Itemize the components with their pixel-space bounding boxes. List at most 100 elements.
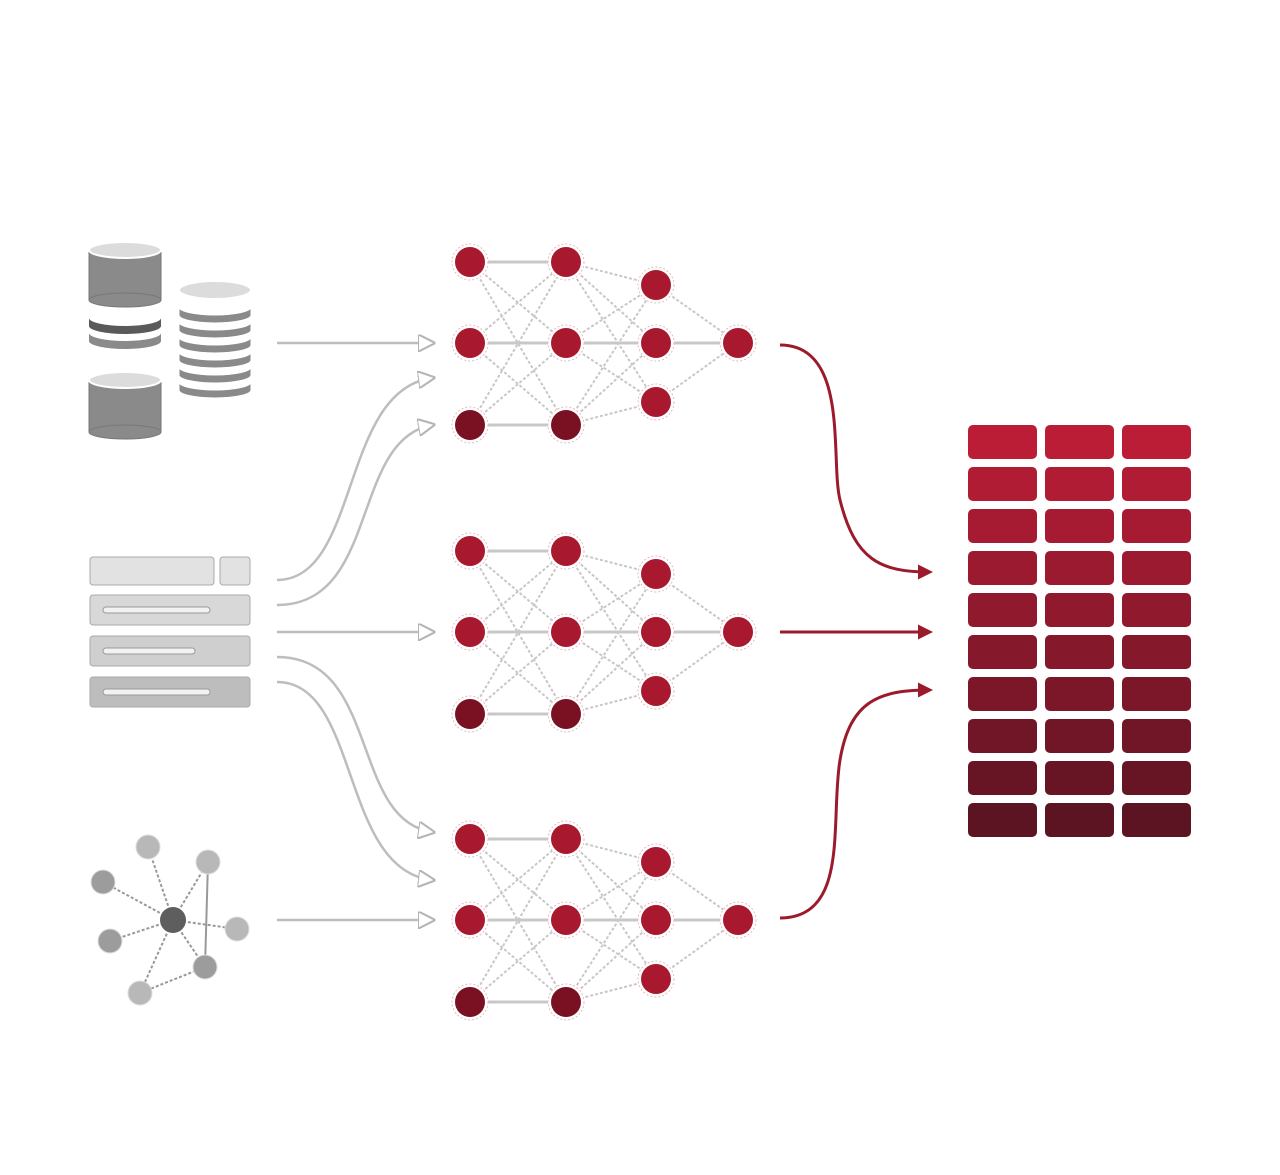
output-cell bbox=[968, 677, 1037, 711]
graph-node bbox=[192, 954, 218, 980]
graph-hub-node bbox=[160, 907, 186, 933]
database-disk bbox=[178, 381, 252, 399]
network-node bbox=[455, 699, 485, 729]
database-bottom bbox=[88, 292, 162, 308]
network-edge bbox=[469, 919, 567, 1003]
database-icon bbox=[88, 241, 252, 440]
output-cell bbox=[968, 509, 1037, 543]
database-disk bbox=[178, 366, 252, 384]
network-node bbox=[641, 328, 671, 358]
network-edge bbox=[565, 838, 657, 921]
output-cell bbox=[968, 719, 1037, 753]
neural-network bbox=[451, 532, 757, 733]
document-icon bbox=[89, 556, 251, 708]
network-edge bbox=[469, 261, 567, 344]
output-cell bbox=[1122, 551, 1191, 585]
network-node bbox=[551, 824, 581, 854]
database-top bbox=[88, 241, 162, 259]
output-cell bbox=[1045, 803, 1114, 837]
input-arrow bbox=[276, 378, 432, 582]
database-disk bbox=[89, 318, 161, 334]
network-edge bbox=[565, 550, 657, 633]
network-edge bbox=[469, 631, 567, 715]
network-node bbox=[551, 536, 581, 566]
network-node bbox=[641, 617, 671, 647]
graph-node bbox=[135, 834, 161, 860]
network-node bbox=[551, 328, 581, 358]
database-disk bbox=[178, 306, 252, 324]
neural-network bbox=[451, 243, 757, 444]
network-edge bbox=[565, 284, 657, 426]
database-disk bbox=[178, 336, 252, 354]
network-edge bbox=[565, 838, 657, 980]
output-cell bbox=[1122, 803, 1191, 837]
network-node bbox=[723, 617, 753, 647]
output-cell bbox=[968, 467, 1037, 501]
network-node bbox=[551, 905, 581, 935]
network-node bbox=[641, 387, 671, 417]
document-line bbox=[102, 647, 196, 655]
database-disk bbox=[89, 333, 161, 349]
network-node bbox=[551, 699, 581, 729]
network-node bbox=[641, 270, 671, 300]
neural-networks bbox=[451, 243, 757, 1021]
network-node bbox=[455, 905, 485, 935]
output-cell bbox=[1122, 677, 1191, 711]
neural-network bbox=[451, 820, 757, 1021]
document-line bbox=[102, 606, 211, 614]
input-arrow bbox=[276, 655, 432, 832]
network-edge bbox=[565, 261, 657, 344]
network-edge bbox=[469, 919, 567, 1003]
output-cell bbox=[968, 425, 1037, 459]
output-arrow bbox=[779, 343, 933, 580]
output-cell bbox=[1045, 551, 1114, 585]
network-edge bbox=[469, 838, 567, 921]
network-node bbox=[551, 247, 581, 277]
output-cell bbox=[1045, 467, 1114, 501]
network-node bbox=[723, 905, 753, 935]
network-node bbox=[641, 905, 671, 935]
output-cell bbox=[1122, 425, 1191, 459]
document-line bbox=[102, 688, 211, 696]
document-row bbox=[219, 556, 251, 586]
graph-icon bbox=[90, 834, 250, 1006]
output-cell bbox=[1045, 425, 1114, 459]
graph-node bbox=[97, 928, 123, 954]
database-disk bbox=[178, 321, 252, 339]
network-edge bbox=[469, 838, 567, 1003]
output-cell bbox=[1122, 635, 1191, 669]
network-node bbox=[641, 676, 671, 706]
network-edge bbox=[469, 550, 567, 715]
network-node bbox=[455, 328, 485, 358]
network-node bbox=[641, 964, 671, 994]
output-cell bbox=[1122, 761, 1191, 795]
network-edge bbox=[469, 342, 567, 426]
output-cell bbox=[1045, 761, 1114, 795]
output-cell bbox=[1045, 677, 1114, 711]
database-bottom bbox=[88, 424, 162, 440]
network-node bbox=[551, 987, 581, 1017]
output-cell bbox=[1045, 509, 1114, 543]
output-cell bbox=[1122, 719, 1191, 753]
network-edge bbox=[565, 861, 657, 1003]
graph-edge bbox=[139, 919, 174, 994]
network-node bbox=[641, 847, 671, 877]
network-node bbox=[455, 410, 485, 440]
network-edge bbox=[469, 261, 567, 426]
network-edge bbox=[565, 631, 657, 715]
graph-node bbox=[90, 869, 116, 895]
network-node bbox=[455, 536, 485, 566]
output-cell bbox=[968, 635, 1037, 669]
output-cell bbox=[1122, 509, 1191, 543]
output-cell bbox=[1122, 593, 1191, 627]
network-edge bbox=[469, 342, 567, 426]
graph-node bbox=[224, 916, 250, 942]
input-arrow bbox=[276, 425, 432, 607]
graph-node bbox=[195, 849, 221, 875]
output-cell bbox=[968, 761, 1037, 795]
output-cell bbox=[968, 551, 1037, 585]
network-edge bbox=[469, 550, 567, 715]
output-cell bbox=[1122, 467, 1191, 501]
database-top bbox=[178, 280, 252, 300]
